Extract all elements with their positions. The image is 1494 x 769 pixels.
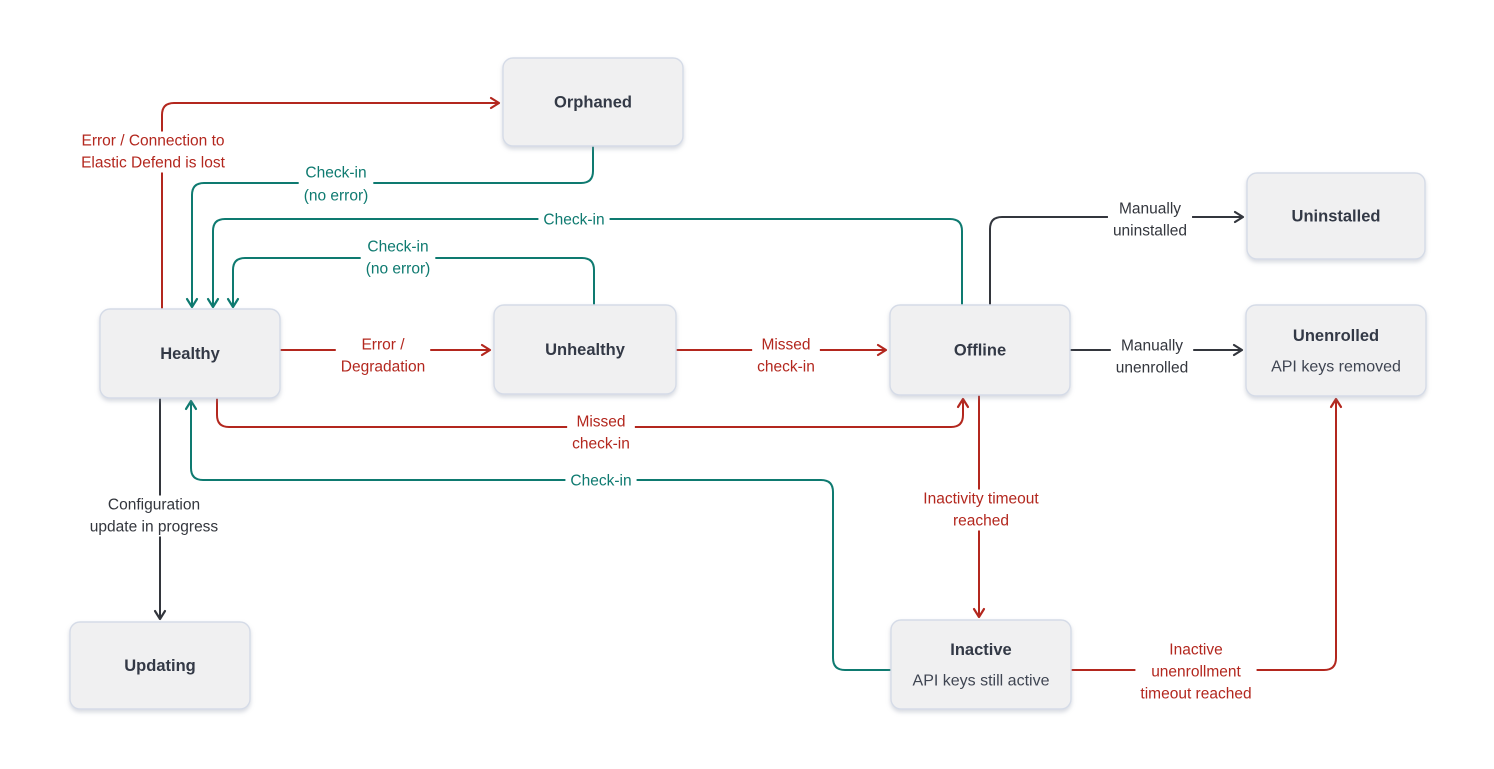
edge-inactive-to-healthy — [184, 399, 891, 671]
edge-label-line: Missed — [761, 337, 810, 354]
edge-label-line: Check-in — [543, 212, 604, 229]
edge-label-backplate — [565, 471, 637, 491]
edge-label-offline-to-healthy: Check-in — [538, 210, 610, 230]
state-node-box — [502, 57, 684, 147]
edge-label-backplate — [84, 495, 224, 537]
edge-label-unhealthy-to-offline: Missed check-in — [752, 335, 820, 377]
state-node-box — [99, 308, 281, 399]
state-node-title: Uninstalled — [1292, 208, 1381, 226]
edge-labels-layer: Error / Connection to Elastic Defend is l… — [76, 131, 1257, 704]
edge-label-line: Missed — [576, 414, 625, 431]
edge-label-line: Manually — [1121, 338, 1183, 355]
edge-offline-to-healthy — [206, 218, 963, 309]
edge-label-backplate — [76, 131, 231, 173]
edge-label-inactive-to-healthy: Check-in — [565, 471, 637, 491]
edge-label-text: Check-in — [570, 473, 631, 490]
edge-label-backplate — [538, 210, 610, 230]
edge-label-line: check-in — [572, 436, 630, 453]
edge-label-line: Elastic Defend is lost — [81, 155, 226, 172]
edge-label-backplate — [360, 237, 436, 279]
edge-label-backplate — [918, 489, 1045, 531]
edge-label-offline-to-uninstalled: Manually uninstalled — [1107, 199, 1193, 241]
edge-label-backplate — [567, 412, 635, 454]
edge-label-healthy-to-orphaned: Error / Connection to Elastic Defend is l… — [76, 131, 231, 173]
edge-inactive-to-unenrolled — [1070, 397, 1343, 671]
edge-label-text: Error / Connection to Elastic Defend is l… — [81, 133, 226, 172]
edge-label-text: Missed check-in — [757, 337, 815, 376]
edge-label-line: Configuration — [108, 497, 200, 514]
edge-label-text: Manually unenrolled — [1116, 338, 1188, 377]
edge-label-text: Configuration update in progress — [90, 497, 219, 536]
edge-label-line: Manually — [1119, 201, 1181, 218]
edge-label-text: Inactive unenrollment timeout reached — [1140, 642, 1251, 703]
edge-label-line: Inactive — [1169, 642, 1222, 659]
edge-label-line: uninstalled — [1113, 223, 1187, 240]
edge-label-orphaned-to-healthy: Check-in (no error) — [298, 163, 374, 206]
edge-label-text: Missed check-in — [572, 414, 630, 453]
state-node-unhealthy: Unhealthy — [493, 304, 677, 395]
edge-label-healthy-to-unhealthy: Error / Degradation — [335, 335, 431, 377]
edge-label-inactive-to-unenrolled: Inactive unenrollment timeout reached — [1135, 640, 1257, 704]
state-node-subtitle: API keys removed — [1271, 359, 1401, 376]
edge-label-backplate — [1107, 199, 1193, 241]
edge-healthy-to-orphaned — [161, 96, 501, 309]
state-node-box — [69, 621, 251, 710]
edge-label-unhealthy-to-healthy: Check-in (no error) — [360, 237, 436, 279]
state-node-uninstalled: Uninstalled — [1246, 172, 1426, 260]
edge-orphaned-to-healthy — [185, 146, 594, 309]
edge-label-text: Error / Degradation — [341, 337, 425, 376]
state-node-box — [1246, 172, 1426, 260]
state-node-box — [890, 619, 1072, 710]
edge-label-line: Error / — [361, 337, 405, 354]
edge-label-text: Inactivity timeout reached — [923, 491, 1039, 530]
state-node-title: Orphaned — [554, 94, 632, 112]
state-node-orphaned: Orphaned — [502, 57, 684, 147]
state-node-healthy: Healthy — [99, 308, 281, 399]
edge-label-healthy-to-offline: Missed check-in — [567, 412, 635, 454]
edge-label-backplate — [298, 163, 374, 206]
edge-label-offline-to-inactive: Inactivity timeout reached — [918, 489, 1045, 531]
edge-label-line: (no error) — [366, 261, 431, 278]
edge-label-line: Inactivity timeout — [923, 491, 1039, 508]
edge-label-text: Check-in (no error) — [304, 165, 369, 205]
state-node-title: Updating — [124, 657, 196, 675]
state-node-title: Inactive — [950, 641, 1011, 659]
state-node-box — [493, 304, 677, 395]
state-node-updating: Updating — [69, 621, 251, 710]
edge-label-offline-to-unenrolled: Manually unenrolled — [1110, 336, 1194, 378]
edge-label-line: Check-in — [570, 473, 631, 490]
state-node-offline: Offline — [889, 304, 1071, 396]
state-node-title: Unhealthy — [545, 341, 626, 359]
edge-label-line: timeout reached — [1140, 686, 1251, 703]
state-node-subtitle: API keys still active — [913, 673, 1050, 690]
edge-label-line: Error / Connection to — [81, 133, 224, 150]
state-node-box — [1245, 304, 1427, 397]
edge-label-line: Check-in — [305, 165, 366, 182]
state-node-title: Offline — [954, 342, 1006, 360]
edge-label-backplate — [752, 335, 820, 377]
edge-label-text: Check-in (no error) — [366, 239, 431, 278]
edge-label-backplate — [1135, 640, 1257, 704]
edge-label-line: reached — [953, 513, 1009, 530]
edge-label-line: Check-in — [367, 239, 428, 256]
edge-label-line: update in progress — [90, 519, 219, 536]
edge-label-backplate — [335, 335, 431, 377]
edge-label-line: check-in — [757, 359, 815, 376]
edge-label-text: Check-in — [543, 212, 604, 229]
edge-offline-to-uninstalled — [989, 210, 1245, 305]
state-node-title: Unenrolled — [1293, 327, 1379, 345]
edge-label-line: Degradation — [341, 359, 425, 376]
edge-label-text: Manually uninstalled — [1113, 201, 1187, 240]
edge-label-line: unenrollment — [1151, 664, 1241, 681]
edge-label-backplate — [1110, 336, 1194, 378]
edge-label-healthy-to-updating: Configuration update in progress — [84, 495, 224, 537]
edge-label-line: (no error) — [304, 188, 369, 205]
state-node-title: Healthy — [160, 345, 220, 363]
state-node-box — [889, 304, 1071, 396]
edge-label-line: unenrolled — [1116, 360, 1188, 377]
